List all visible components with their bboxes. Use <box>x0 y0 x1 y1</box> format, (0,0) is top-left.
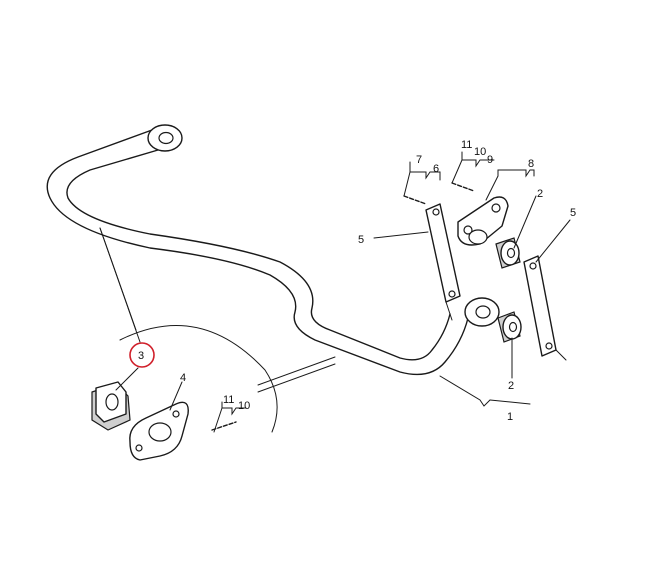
callout-10-top[interactable]: 10 <box>474 146 486 158</box>
stabilizer-bar <box>46 124 531 407</box>
background-guides <box>99 227 336 433</box>
callout-9[interactable]: 9 <box>487 154 493 166</box>
bushing-upper <box>495 237 521 269</box>
leader-lines <box>115 151 571 433</box>
highlight-circle <box>129 342 155 368</box>
bushing-clamp <box>129 401 189 461</box>
callout-2-upper[interactable]: 2 <box>537 188 543 200</box>
callout-10-bottom[interactable]: 10 <box>238 400 250 412</box>
callout-11-top[interactable]: 11 <box>461 139 472 151</box>
callout-2-lower[interactable]: 2 <box>508 380 514 392</box>
callout-7[interactable]: 7 <box>416 154 422 166</box>
callout-1[interactable]: 1 <box>507 411 513 423</box>
callout-5-left[interactable]: 5 <box>358 234 364 246</box>
mount-bracket-upper <box>457 196 509 246</box>
callout-5-right[interactable]: 5 <box>570 207 576 219</box>
callout-4[interactable]: 4 <box>180 372 186 384</box>
fasteners <box>211 182 475 431</box>
callout-3[interactable]: 3 <box>138 350 144 362</box>
callout-11-bottom[interactable]: 11 <box>223 394 234 406</box>
callout-labels: 1 2 2 3 4 5 5 6 7 8 9 10 10 11 11 <box>138 139 576 423</box>
link-plate-left <box>425 203 461 321</box>
callout-8[interactable]: 8 <box>528 158 534 170</box>
link-plate-right <box>523 255 567 361</box>
bushing-lower <box>497 311 522 343</box>
callout-6[interactable]: 6 <box>433 163 439 175</box>
stabilizer-bushing <box>91 381 131 431</box>
